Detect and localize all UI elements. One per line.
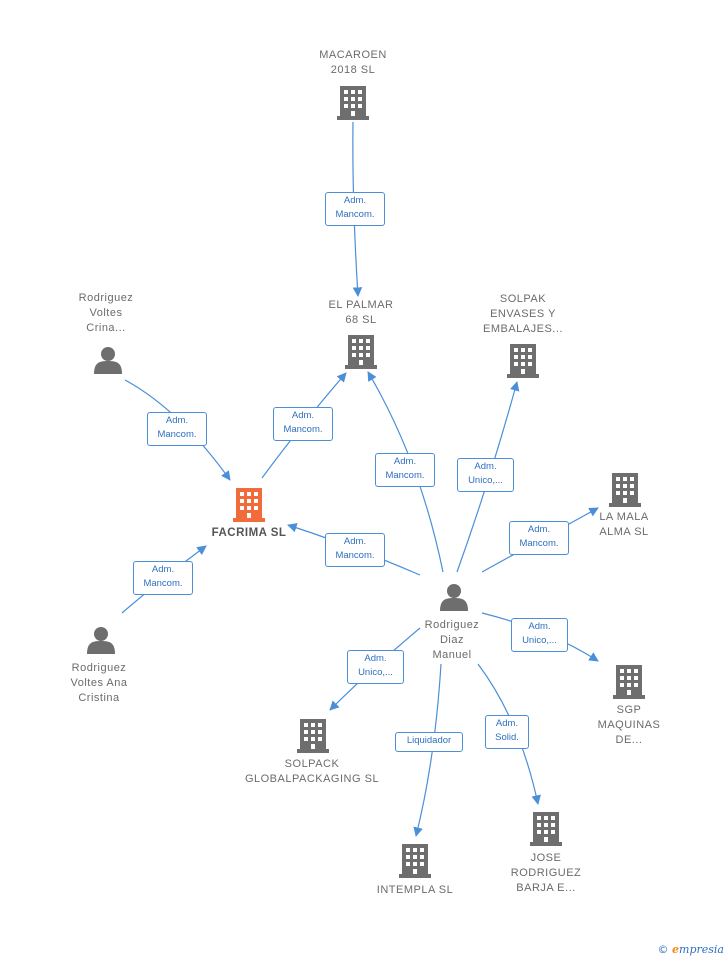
node-label-rodriguez-diaz-manuel[interactable]: Rodriguez Diaz Manuel	[424, 619, 480, 661]
node-label-el-palmar[interactable]: EL PALMAR 68 SL	[328, 299, 394, 326]
building-icon[interactable]	[399, 844, 431, 878]
edge-label-rdm-jose: Adm. Solid.	[485, 715, 529, 749]
person-icon[interactable]	[94, 347, 122, 374]
building-icon[interactable]	[609, 473, 641, 507]
node-label-facrima[interactable]: FACRIMA SL	[211, 527, 287, 539]
node-label-solpak[interactable]: SOLPAK ENVASES Y EMBALAJES...	[483, 293, 563, 335]
building-icon[interactable]	[507, 344, 539, 378]
building-icon[interactable]	[297, 719, 329, 753]
edge-rdm-intempla	[413, 663, 442, 837]
copyright-icon: ©	[657, 943, 669, 956]
node-label-rodriguez-voltes-ana[interactable]: Rodriguez Voltes Ana Cristina	[70, 662, 128, 704]
edge-label-rdm-intempla: Liquidador	[395, 732, 463, 752]
edge-label-crina-facrima: Adm. Mancom.	[147, 412, 207, 446]
building-icon[interactable]	[233, 488, 265, 522]
person-icon[interactable]	[440, 584, 468, 611]
footer-brand: © empresia	[658, 943, 724, 956]
edge-label-ana-facrima: Adm. Mancom.	[133, 561, 193, 595]
edge-label-macaroen-elpalmar: Adm. Mancom.	[325, 192, 385, 226]
edge-label-rdm-elpalmar: Adm. Mancom.	[375, 453, 435, 487]
edge-label-rdm-solpackgp: Adm. Unico,...	[347, 650, 404, 684]
node-label-intempla[interactable]: INTEMPLA SL	[376, 884, 454, 896]
brand-name: mpresia	[679, 943, 724, 956]
building-icon[interactable]	[530, 812, 562, 846]
building-icon[interactable]	[337, 86, 369, 120]
node-label-solpack-globalpackaging[interactable]: SOLPACK GLOBALPACKAGING SL	[244, 758, 380, 785]
node-label-jose-rodriguez[interactable]: JOSE RODRIGUEZ BARJA E...	[510, 852, 582, 894]
node-label-la-mala-alma[interactable]: LA MALA ALMA SL	[599, 511, 649, 538]
edge-label-rdm-facrima: Adm. Mancom.	[325, 533, 385, 567]
edge-label-facrima-elpalmar: Adm. Mancom.	[273, 407, 333, 441]
edge-label-rdm-sgp: Adm. Unico,...	[511, 618, 568, 652]
brand-initial: e	[672, 943, 680, 956]
node-label-macaroen[interactable]: MACAROEN 2018 SL	[319, 49, 387, 76]
edge-label-rdm-solpak: Adm. Unico,...	[457, 458, 514, 492]
person-icon[interactable]	[87, 627, 115, 654]
building-icon[interactable]	[613, 665, 645, 699]
edge-label-rdm-lamala: Adm. Mancom.	[509, 521, 569, 555]
node-label-sgp[interactable]: SGP MAQUINAS DE...	[597, 704, 661, 746]
node-label-rodriguez-voltes-crina[interactable]: Rodriguez Voltes Crina...	[78, 292, 134, 334]
building-icon[interactable]	[345, 335, 377, 369]
